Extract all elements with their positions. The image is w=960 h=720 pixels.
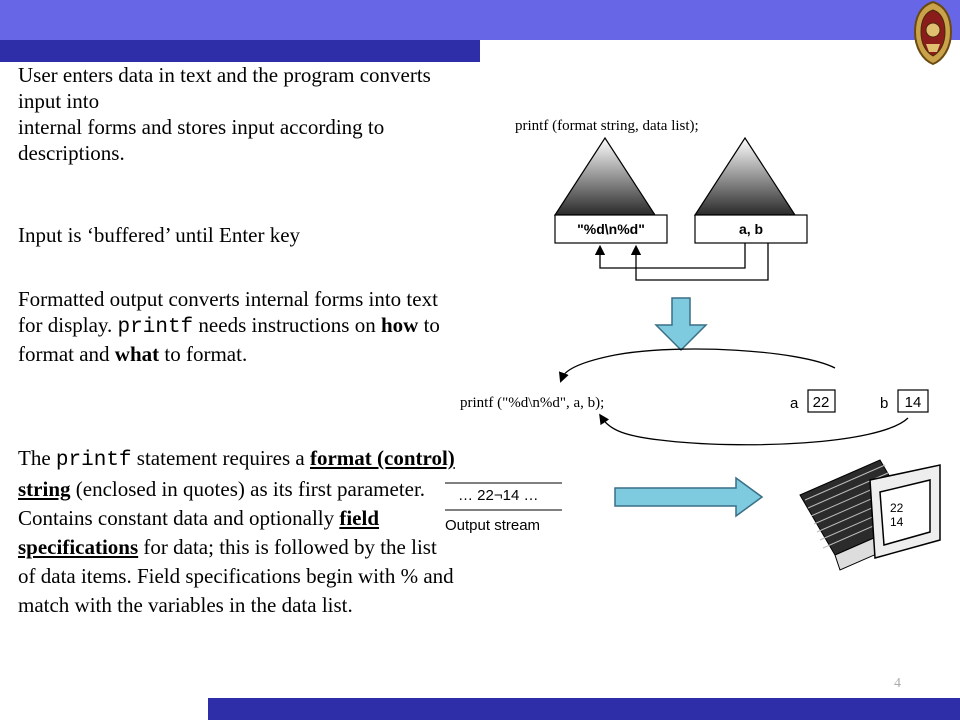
diagram-top-label: printf (format string, data list); (515, 118, 699, 134)
header-band (0, 0, 960, 40)
right-arrow-icon (614, 476, 764, 518)
var-b-value: 14 (905, 394, 922, 411)
var-b-name: b (880, 395, 888, 412)
footer-bar (208, 698, 960, 720)
output-text-1: Formatted output converts internal forms… (18, 287, 438, 337)
buffer-paragraph: Input is ‘buffered’ until Enter key (18, 222, 458, 248)
output-text-2: needs instructions on (193, 313, 381, 337)
var-a-value: 22 (813, 394, 830, 411)
crest-logo-icon (913, 0, 953, 66)
intro-line-1: User enters data in text and the program… (18, 63, 431, 113)
arrow-arc-top (558, 348, 836, 383)
format-box (554, 214, 668, 244)
output-text-4: to format. (159, 342, 248, 366)
printf-text-1: The (18, 446, 56, 470)
stream-label: Output stream (445, 517, 540, 534)
field-specifications-term: field specifications (18, 506, 380, 559)
data-box-text: a, b (739, 221, 763, 237)
down-arrow-icon (654, 297, 708, 352)
printf-code: printf (117, 316, 194, 339)
data-box (694, 214, 808, 244)
output-text-3: to format and (18, 313, 440, 366)
printf-text-4: for data; this is followed by the list o… (18, 535, 454, 617)
format-string-term: format (control) string (18, 446, 455, 501)
intro-paragraph: User enters data in text and the program… (18, 62, 458, 166)
page-number: 4 (894, 676, 901, 691)
what-text: what (114, 342, 160, 366)
monitor-icon (799, 459, 941, 571)
stream-content: … 22¬14 … (458, 487, 538, 504)
header-bar (0, 40, 480, 62)
format-triangle (553, 136, 657, 216)
printf-statement: printf ("%d\n%d", a, b); (460, 395, 604, 411)
var-a-box (807, 389, 836, 413)
printf-text-2: statement requires a (131, 446, 310, 470)
connector-b (630, 243, 769, 281)
output-paragraph: Formatted output converts internal forms… (18, 286, 458, 367)
printf-diagram: printf (format string, data list); "%d\n… (445, 118, 941, 571)
printf-code-2: printf (55, 449, 132, 472)
buffer-text: Input is ‘buffered’ until Enter key (18, 223, 301, 247)
printf-text-3: (enclosed in quotes) as its first parame… (18, 477, 426, 530)
how-text: how (380, 313, 419, 337)
intro-line-2: internal forms and stores input accordin… (18, 115, 385, 165)
var-a-name: a (790, 395, 799, 412)
data-triangle (693, 136, 797, 216)
connector-a (594, 243, 746, 269)
printf-paragraph: The printf statement requires a format (… (18, 444, 458, 620)
var-b-box (897, 389, 929, 413)
format-box-text: "%d\n%d" (577, 221, 645, 237)
screen-line-1: 22 (890, 501, 904, 515)
screen-line-2: 14 (890, 515, 904, 529)
arrow-arc-bottom (599, 413, 909, 446)
